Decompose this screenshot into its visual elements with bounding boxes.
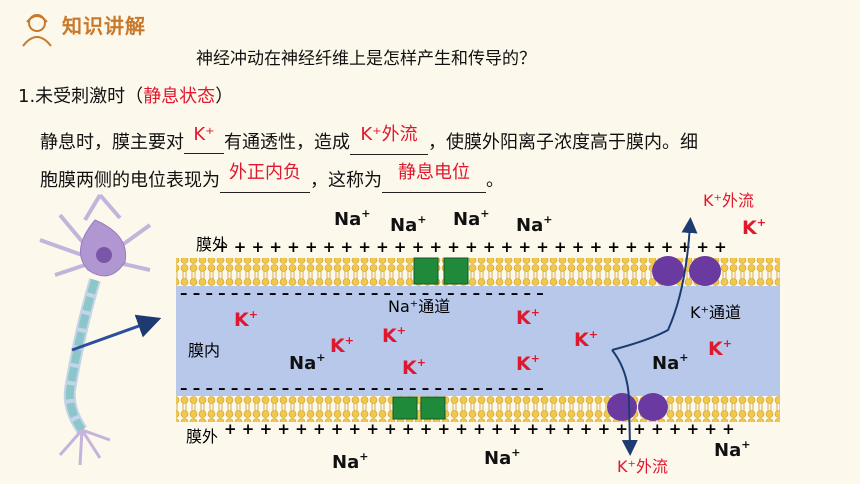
header-title: 知识讲解: [62, 14, 146, 38]
top-plus-signs: + + + + + + + + + + + + + + + + + + + + …: [216, 238, 727, 256]
k-ion-4: K+: [742, 216, 766, 239]
na-ion-17: Na+: [714, 438, 750, 461]
membrane-inside-region: [176, 286, 780, 396]
teacher-icon: [22, 14, 52, 47]
section-heading: 1.未受刺激时（静息状态）: [18, 82, 233, 108]
na-ion-1: Na+: [390, 213, 426, 236]
blank-3: 外正内负: [220, 162, 310, 193]
na-ion-2: Na+: [453, 207, 489, 230]
label-outside-bottom: 膜外: [186, 427, 218, 446]
paragraph-line-2: 胞膜两侧的电位表现为外正内负 ，这称为静息电位。: [40, 162, 504, 193]
pointer-arrow: [71, 314, 162, 352]
label-k-efflux-top: K⁺外流: [703, 191, 754, 210]
label-outside-top: 膜外: [196, 235, 228, 254]
top-minus-signs: – – – – – – – – – – – – – – – – – – – – …: [180, 284, 544, 302]
para-text-2: 有通透性，造成: [224, 132, 350, 153]
blank-4-answer: 静息电位: [398, 162, 470, 183]
para-text-6: 。: [486, 170, 504, 191]
section-prefix: 1.未受刺激时（: [18, 86, 144, 107]
na-channel-top: [413, 257, 469, 285]
label-na-channel: Na⁺通道: [388, 297, 450, 316]
na-channel-bottom: [392, 396, 446, 420]
na-ion-16: Na+: [484, 446, 520, 469]
question-text: 神经冲动在神经纤维上是怎样产生和传导的？: [196, 49, 536, 69]
bottom-plus-signs: + + + + + + + + + + + + + + + + + + + + …: [224, 420, 735, 438]
para-text-4: 胞膜两侧的电位表现为: [40, 170, 220, 191]
para-text-3: ，使膜外阳离子浓度高于膜内。细: [428, 132, 698, 153]
paragraph-line-1: 静息时，膜主要对 K⁺ 有通透性，造成 K⁺外流 ，使膜外阳离子浓度高于膜内。细: [40, 124, 698, 155]
para-text-1: 静息时，膜主要对: [40, 132, 184, 153]
na-ion-3: Na+: [516, 213, 552, 236]
k-efflux-arrow-up: [611, 217, 698, 351]
blank-2-answer: K⁺外流: [360, 124, 418, 145]
membrane-diagram: + + + + + + + + + + + + + + + + + + + + …: [39, 191, 780, 476]
neuron-illustration: [39, 193, 152, 466]
blank-1: K⁺: [184, 124, 224, 154]
blank-3-answer: 外正内负: [229, 162, 301, 183]
label-k-channel: K⁺通道: [690, 303, 741, 322]
na-ion-15: Na+: [332, 450, 368, 473]
bottom-membrane: [176, 396, 780, 422]
label-k-efflux-bottom: K⁺外流: [617, 457, 668, 476]
k-channel-top: [652, 256, 721, 286]
bottom-minus-signs: – – – – – – – – – – – – – – – – – – – – …: [180, 379, 544, 397]
section-highlight: 静息状态: [143, 86, 216, 107]
para-text-5: ，这称为: [310, 170, 382, 191]
blank-1-answer: K⁺: [193, 124, 215, 145]
na-ion-0: Na+: [334, 207, 370, 230]
k-efflux-arrow-down: [611, 349, 638, 456]
label-inside: 膜内: [188, 341, 220, 360]
blank-4: 静息电位: [382, 162, 486, 193]
blank-2: K⁺外流: [350, 124, 428, 155]
section-suffix: ）: [215, 86, 234, 107]
